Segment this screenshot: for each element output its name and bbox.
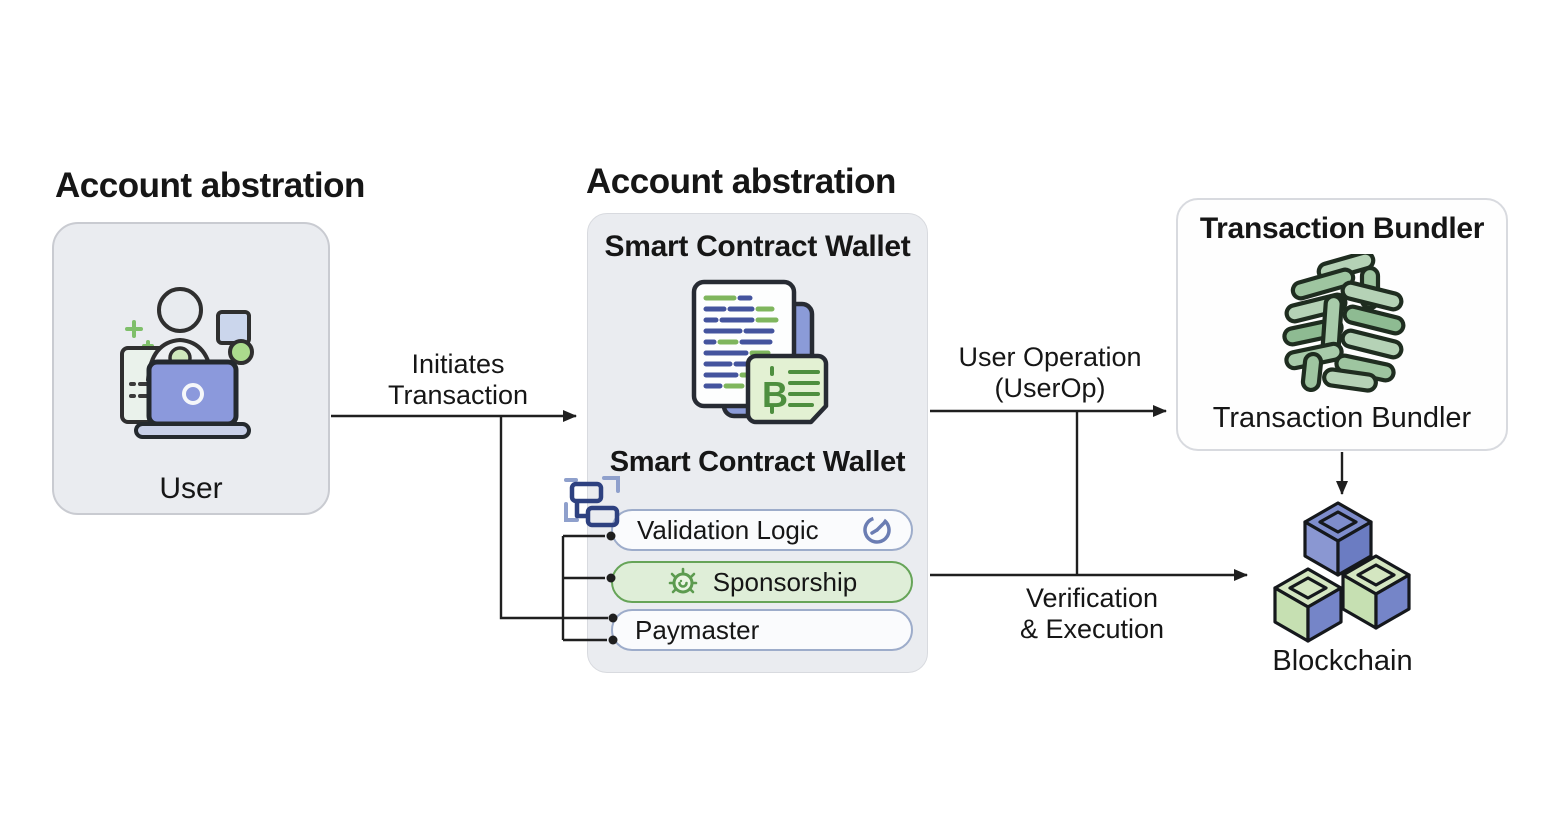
blockchain-cubes-icon bbox=[1273, 501, 1411, 643]
bundled-transactions-icon bbox=[1282, 254, 1406, 393]
paymaster-row: Paymaster bbox=[611, 609, 913, 651]
contract-document-icon: B bbox=[691, 279, 829, 425]
middle-section-title: Account abstration bbox=[586, 162, 896, 201]
user-box: User bbox=[52, 222, 330, 515]
bundler-title: Transaction Bundler bbox=[1199, 212, 1485, 245]
user-at-laptop-icon bbox=[120, 287, 254, 439]
verification-execution-label: Verification & Execution bbox=[1019, 583, 1165, 644]
transaction-bundler-box: Transaction Bundler Transaction Bundler bbox=[1176, 198, 1508, 451]
sponsor-bug-icon bbox=[668, 567, 698, 594]
wallet-box-header: Smart Contract Wallet bbox=[604, 230, 911, 263]
user-operation-label: User Operation (UserOp) bbox=[958, 342, 1142, 403]
initiates-transaction-label: Initiates Transaction bbox=[387, 349, 529, 410]
svg-text:B: B bbox=[762, 374, 788, 415]
workflow-blocks-icon bbox=[564, 476, 620, 528]
timer-clock-icon bbox=[863, 516, 891, 544]
paymaster-label: Paymaster bbox=[635, 614, 760, 645]
sparkle-icon bbox=[125, 320, 154, 352]
sponsorship-label: Sponsorship bbox=[712, 566, 858, 597]
sponsorship-row: Sponsorship bbox=[611, 561, 913, 603]
smart-contract-wallet-box: Smart Contract Wallet B bbox=[587, 213, 928, 673]
left-section-title: Account abstration bbox=[55, 166, 365, 205]
validation-logic-label: Validation Logic bbox=[637, 514, 819, 545]
user-label: User bbox=[159, 472, 223, 505]
wallet-box-subheader: Smart Contract Wallet bbox=[609, 446, 906, 478]
bundler-label: Transaction Bundler bbox=[1212, 402, 1472, 434]
blockchain-label: Blockchain bbox=[1272, 645, 1413, 677]
validation-logic-row: Validation Logic bbox=[611, 509, 913, 551]
